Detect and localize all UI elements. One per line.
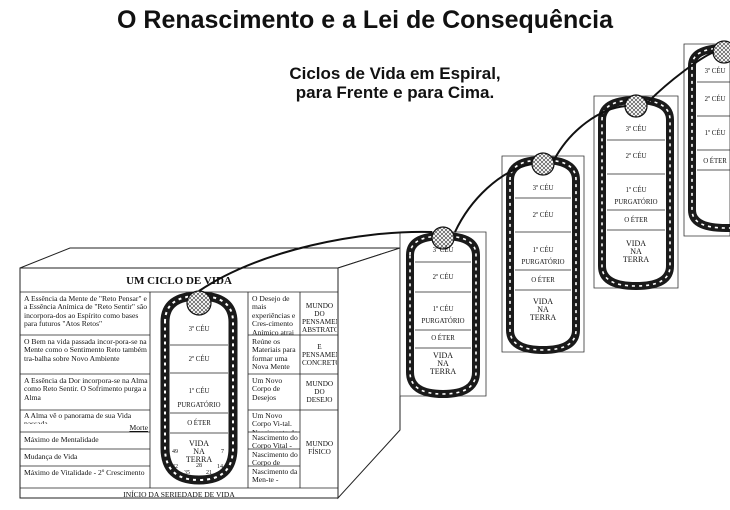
cycle-table-footer: INÍCIO DA SERIEDADE DE VIDA xyxy=(123,490,235,499)
seed-atom-icon xyxy=(186,290,212,316)
c4-vida-label: VIDA NA TERRA xyxy=(619,240,653,264)
c5-ceu3-label: 3º CÉU xyxy=(704,68,726,75)
c3-ceu3-label: 3º CÉU xyxy=(532,185,554,192)
main-eter-label: O ÉTER xyxy=(187,420,211,427)
cycle-box-2 xyxy=(399,226,487,399)
seed-atom-icon xyxy=(431,226,455,250)
vida-line-1: VIDA xyxy=(533,297,553,306)
c3-ceu1-label: 1º CÉU xyxy=(532,247,554,254)
age-21: 21 xyxy=(206,470,212,476)
age-14: 14 xyxy=(217,464,223,470)
vida-line-2: NA xyxy=(630,247,642,256)
main-ceu3-label: 3º CÉU xyxy=(188,326,210,333)
vida-line-1: VIDA xyxy=(626,239,646,248)
vida-line-2: NA xyxy=(193,447,205,456)
main-vida-label: VIDA NA TERRA xyxy=(180,440,218,464)
seed-atom-icon xyxy=(712,40,730,64)
c2-eter-label: O ÉTER xyxy=(431,335,455,342)
subtitle-line-1: Ciclos de Vida em Espiral, xyxy=(289,64,501,83)
c2-ceu3-label: 3º CÉU xyxy=(432,247,454,254)
world-desire: MUNDO DO DESEJO xyxy=(305,380,334,404)
middle-row-7: Nascimento da Men-te - Maioridade xyxy=(252,468,298,486)
vida-line-1: VIDA xyxy=(433,351,453,360)
left-row-2: O Bem na vida passada incor-pora-se na M… xyxy=(24,338,147,363)
vida-line-3: TERRA xyxy=(622,255,650,264)
middle-row-6: Nascimento do Corpo de Desejos - Puberda… xyxy=(252,451,298,466)
left-row-6: Mudança de Vida xyxy=(24,453,78,461)
left-row-3: A Essência da Dor incorpora-se na Alma c… xyxy=(24,377,148,402)
vida-line-3: TERRA xyxy=(529,313,557,322)
seed-atom-icon xyxy=(531,152,555,176)
c3-purgatorio-label: PURGATÓRIO xyxy=(521,259,565,266)
table-grid xyxy=(20,291,338,489)
cycle-box-5 xyxy=(683,40,730,237)
spiral-connectors xyxy=(198,51,715,292)
seed-atom-icon xyxy=(624,94,648,118)
middle-row-1: O Desejo de mais experiências e Cres-cim… xyxy=(252,295,296,335)
age-49: 49 xyxy=(172,449,178,455)
c4-ceu3-label: 3º CÉU xyxy=(625,126,647,133)
c5-ceu1-label: 1º CÉU xyxy=(704,130,726,137)
left-row-5: Máximo de Mentalidade xyxy=(24,436,99,444)
vida-line-3: TERRA xyxy=(185,455,213,464)
middle-row-3: Um Novo Corpo de Desejos xyxy=(252,377,283,402)
world-physical: MUNDO FÍSICO xyxy=(305,440,334,456)
cycle-loop-main xyxy=(160,290,238,485)
main-ceu2-label: 2º CÉU xyxy=(188,356,210,363)
vida-line-1: VIDA xyxy=(189,439,209,448)
middle-row-2: Reúne os Materiais para formar uma Nova … xyxy=(252,338,296,372)
c2-ceu2-label: 2º CÉU xyxy=(432,274,454,281)
subtitle-line-2: para Frente e para Cima. xyxy=(295,83,495,102)
c4-ceu1-label: 1º CÉU xyxy=(625,187,647,194)
c4-purgatorio-label: PURGATÓRIO xyxy=(614,199,658,206)
middle-row-5: Nascimento do Corpo Vital - Crescimento xyxy=(252,434,298,449)
age-35: 35 xyxy=(184,470,190,476)
c3-ceu2-label: 2º CÉU xyxy=(532,212,554,219)
vida-line-3: TERRA xyxy=(429,367,457,376)
vida-line-2: NA xyxy=(437,359,449,368)
c2-vida-label: VIDA NA TERRA xyxy=(426,352,460,376)
c5-eter-label: O ÉTER xyxy=(703,158,727,165)
vida-line-2: NA xyxy=(537,305,549,314)
c3-vida-label: VIDA NA TERRA xyxy=(526,298,560,322)
c5-ceu2-label: 2º CÉU xyxy=(704,96,726,103)
c2-purgatorio-label: PURGATÓRIO xyxy=(421,318,465,325)
cycle-box-3 xyxy=(501,152,585,355)
c3-eter-label: O ÉTER xyxy=(531,277,555,284)
c4-eter-label: O ÉTER xyxy=(624,217,648,224)
middle-row-4: Um Novo Corpo Vi-tal. Nascimento do Corp… xyxy=(252,412,298,432)
world-concrete-thought: E PENSAMENTO CONCRETO xyxy=(302,343,337,367)
age-7: 7 xyxy=(221,449,224,455)
cycle-table-heading: UM CICLO DE VIDA xyxy=(126,275,232,287)
age-28: 28 xyxy=(196,463,202,469)
left-row-4: A Alma vê o panorama de sua Vida passada xyxy=(24,412,132,424)
left-row-7: Máximo de Vitalidade - 2º Crescimento xyxy=(24,469,145,477)
cycle-box-4 xyxy=(593,94,679,291)
world-abstract-thought: MUNDO DO PENSAMENTO ABSTRATO xyxy=(302,302,337,334)
age-42: 42 xyxy=(172,464,178,470)
c4-ceu2-label: 2º CÉU xyxy=(625,153,647,160)
page-subtitle: Ciclos de Vida em Espiral, para Frente e… xyxy=(230,64,560,102)
page-title: O Renascimento e a Lei de Consequência xyxy=(117,6,613,34)
c2-ceu1-label: 1º CÉU xyxy=(432,306,454,313)
death-label: Morte xyxy=(129,424,148,432)
main-ceu1-label: 1º CÉU xyxy=(188,388,210,395)
main-box xyxy=(19,247,401,500)
left-row-1: A Essência da Mente de "Reto Pensar" e a… xyxy=(24,295,148,329)
main-purgatorio-label: PURGATÓRIO xyxy=(177,402,221,409)
